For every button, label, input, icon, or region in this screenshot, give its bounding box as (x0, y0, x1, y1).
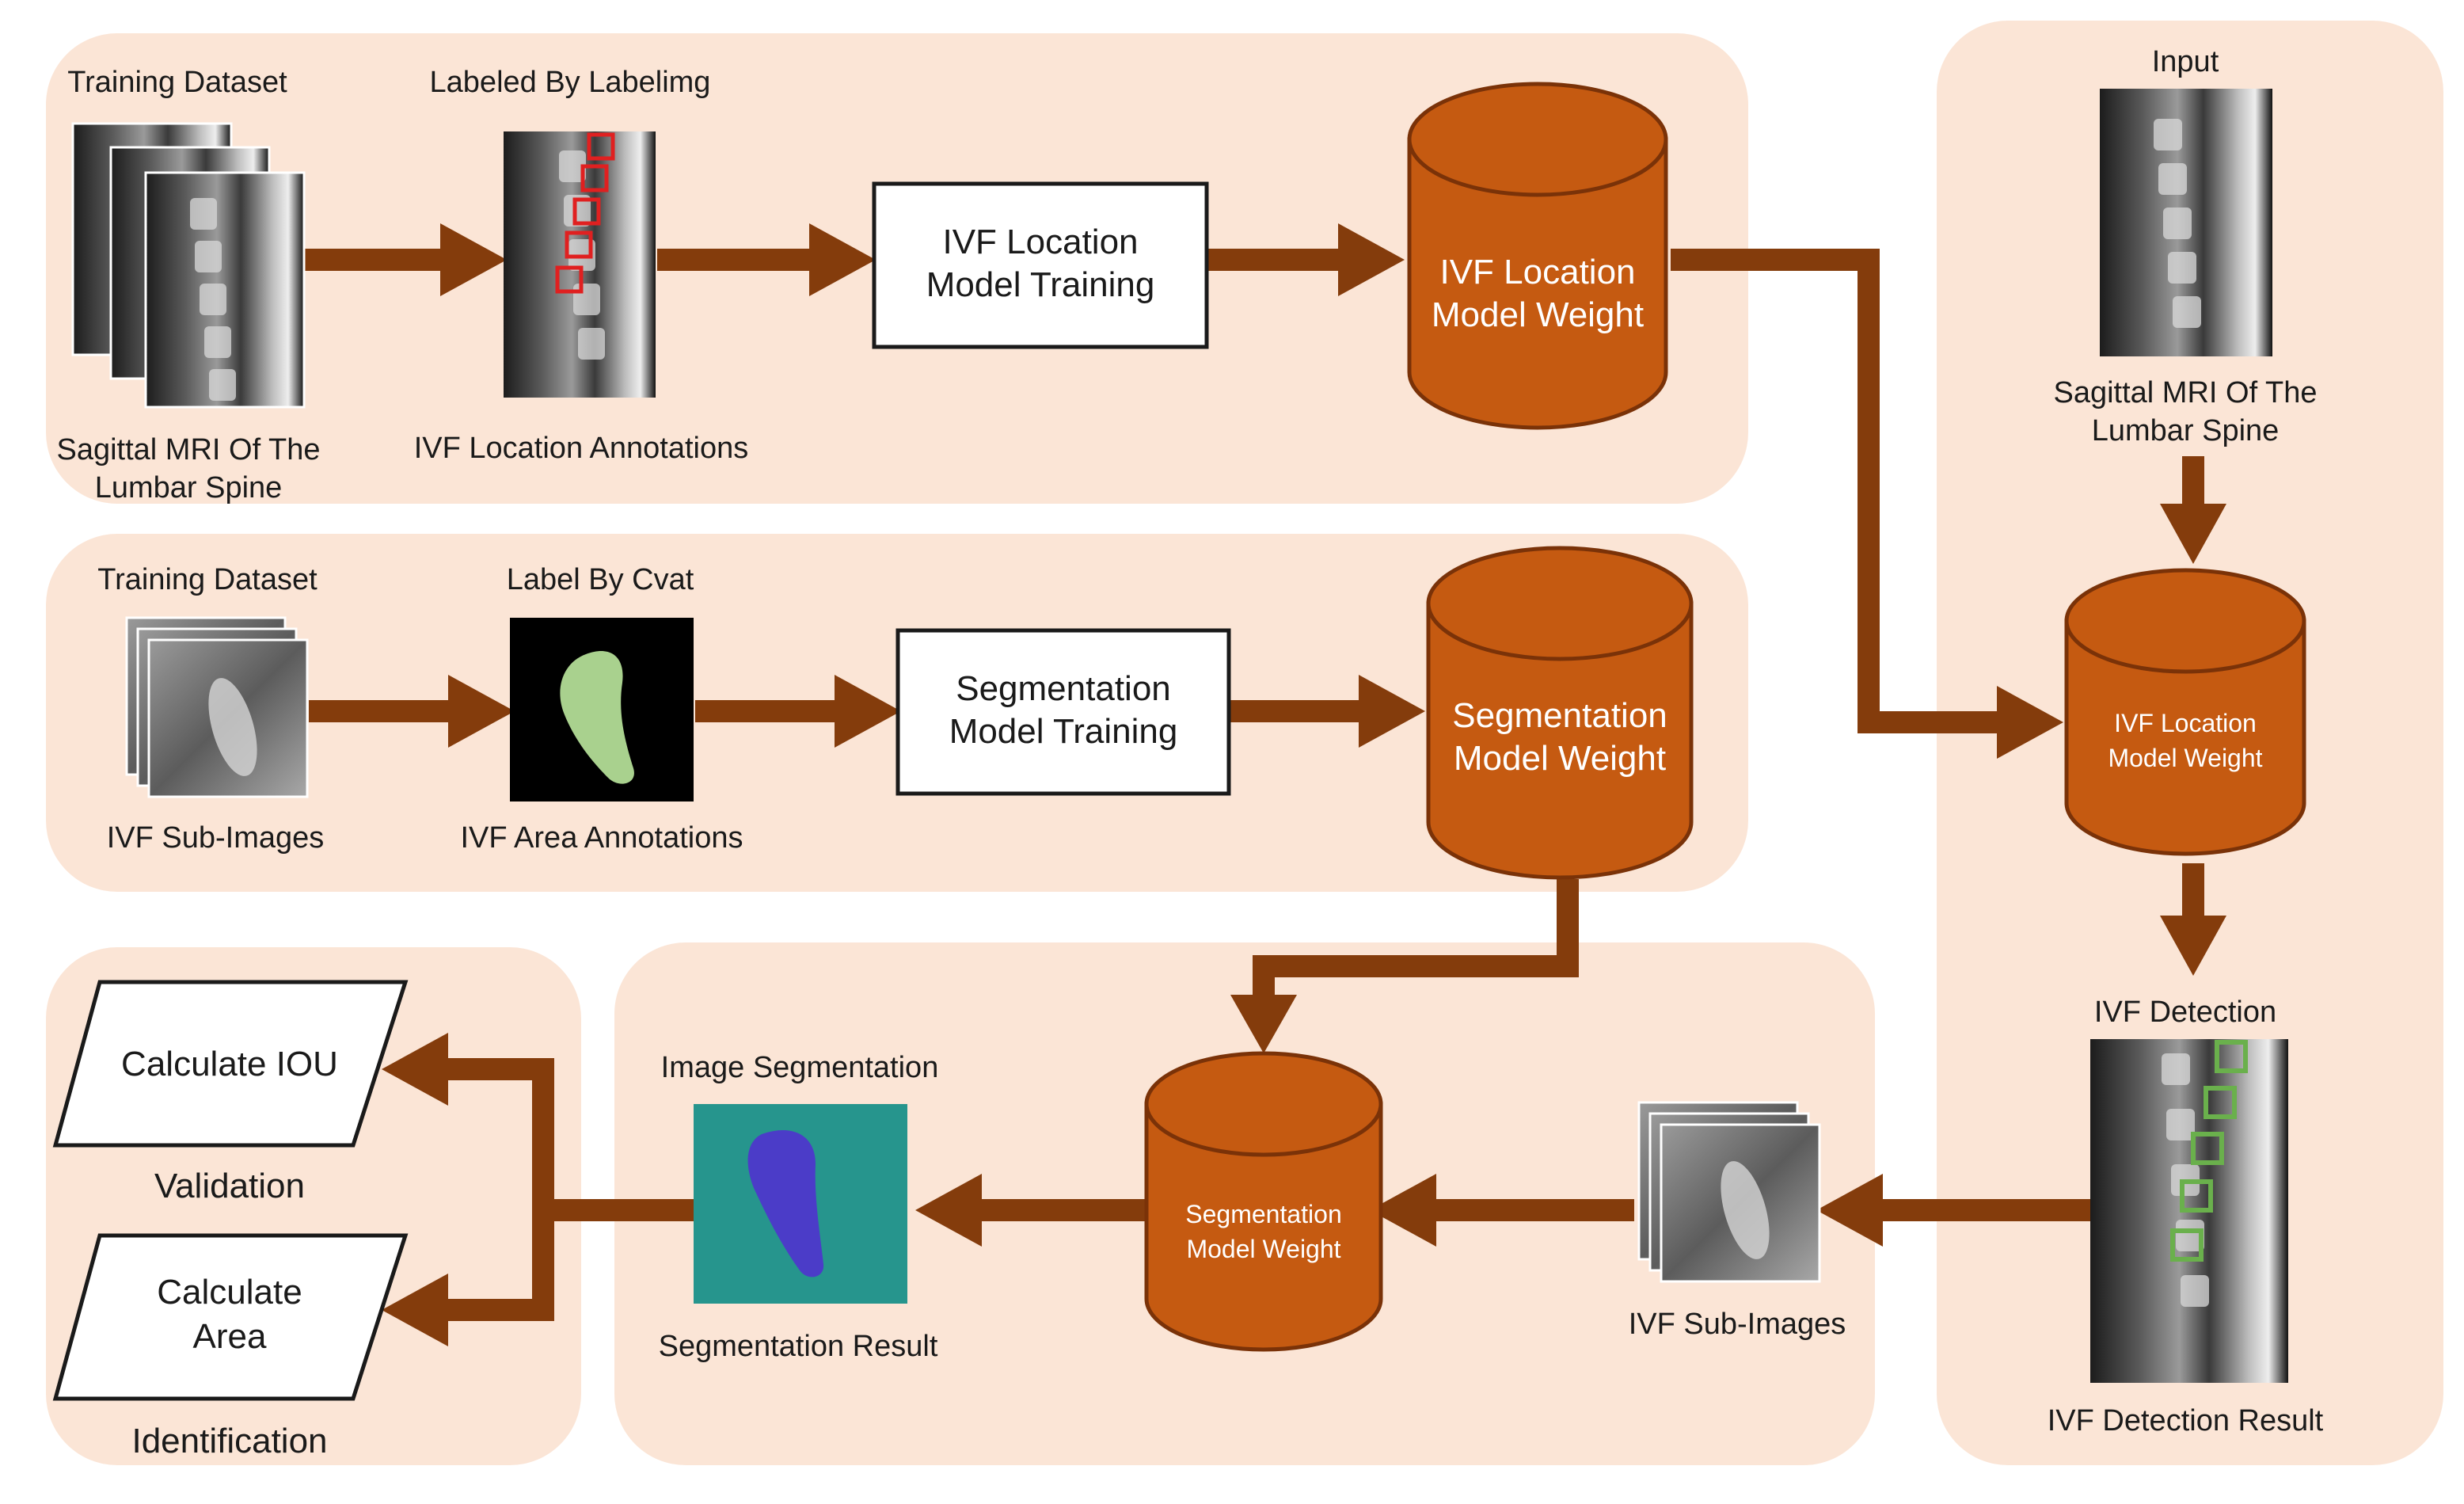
detection-result-image (2090, 1039, 2288, 1383)
arrow-head (809, 223, 876, 296)
arrow-training-to-weight (1207, 249, 1343, 271)
inference-subimages-caption: IVF Sub-Images (1629, 1308, 1846, 1341)
arrow-subimages-to-label (309, 700, 451, 722)
seg-weight-line2: Model Weight (1454, 739, 1666, 778)
arrow-to-iou (443, 1058, 554, 1080)
image-segmentation-label: Image Segmentation (661, 1051, 939, 1084)
cvat-mask-image (510, 618, 694, 801)
arrow-head (1230, 995, 1297, 1053)
calc-area-parallelogram (52, 1233, 409, 1401)
subimage-stack-image (125, 616, 309, 798)
arrow-weight-to-detection (2182, 863, 2204, 920)
input-mri-caption-line1: Sagittal MRI Of The (2054, 376, 2318, 409)
arrow-head (2160, 504, 2226, 564)
arrow-mri-to-labeled (299, 249, 442, 271)
arrow-head (835, 675, 901, 748)
arrow-head (382, 1033, 448, 1106)
training-dataset-label: Training Dataset (67, 66, 287, 99)
arrow-seg-weight-down2 (1253, 955, 1275, 999)
input-label: Input (2152, 45, 2219, 78)
seg-training-line2: Model Training (949, 712, 1178, 751)
input-mri-image (2100, 89, 2272, 356)
labeled-by-label: Labeled By Labelimg (430, 66, 711, 99)
arrow-location-weight-in (1858, 711, 2000, 733)
mri-caption-line2: Lumbar Spine (95, 471, 283, 505)
detection-label: IVF Detection (2094, 996, 2276, 1029)
arrow-to-area (443, 1299, 554, 1321)
detection-weight-cylinder (2064, 568, 2306, 856)
seg-training-box (895, 628, 1231, 796)
segmentation-result-caption: Segmentation Result (659, 1330, 938, 1363)
arrow-subimages-to-seg-weight (1433, 1199, 1634, 1221)
arrow-location-weight-down (1858, 249, 1880, 733)
inference-weight-cylinder (1144, 1051, 1383, 1352)
arrow-head (1338, 223, 1405, 296)
location-training-line1: IVF Location (942, 223, 1138, 261)
arrow-head (915, 1174, 982, 1247)
area-annotations-caption: IVF Area Annotations (460, 821, 743, 855)
arrow-head (1370, 1174, 1436, 1247)
arrow-head (382, 1274, 448, 1346)
arrow-head (1816, 1174, 1883, 1247)
location-training-line2: Model Training (926, 265, 1155, 304)
mri-stack-image (71, 122, 306, 409)
mri-caption-line1: Sagittal MRI Of The (57, 433, 321, 466)
identification-label: Identification (131, 1422, 327, 1460)
seg-subimages-caption: IVF Sub-Images (107, 821, 325, 855)
calc-area-line2: Area (193, 1317, 267, 1356)
location-training-box (872, 181, 1209, 349)
arrow-labeled-to-training (657, 249, 814, 271)
location-weight-cylinder (1407, 82, 1668, 430)
seg-training-dataset-label: Training Dataset (97, 563, 318, 596)
arrow-head (448, 675, 515, 748)
detection-result-caption: IVF Detection Result (2048, 1404, 2324, 1437)
green-detection-boxes (2170, 1040, 2248, 1262)
location-weight-line1: IVF Location (1439, 253, 1635, 291)
calc-area-line1: Calculate (157, 1273, 302, 1312)
location-weight-line2: Model Weight (1432, 295, 1644, 334)
annotations-caption: IVF Location Annotations (414, 432, 749, 465)
arrow-segmentation-out (532, 1199, 694, 1221)
validation-label: Validation (154, 1167, 305, 1205)
detection-weight-line1: IVF Location (2114, 709, 2257, 737)
input-mri-caption-line2: Lumbar Spine (2092, 414, 2280, 447)
red-annotation-boxes (555, 132, 615, 294)
calc-iou-parallelogram (52, 980, 409, 1148)
arrow-head (1997, 686, 2063, 759)
arrow-head (2160, 916, 2226, 976)
arrow-detection-to-subimages (1880, 1199, 2098, 1221)
detection-weight-line2: Model Weight (2108, 744, 2262, 772)
labeled-mri-image (504, 131, 656, 398)
vertebrae-pattern (190, 198, 236, 401)
inference-weight-line2: Model Weight (1186, 1235, 1340, 1263)
seg-training-line1: Segmentation (956, 669, 1171, 708)
arrow-training-to-weight (1229, 700, 1363, 722)
seg-weight-line1: Segmentation (1452, 696, 1667, 735)
segmentation-result-image (694, 1104, 907, 1304)
inference-subimage-stack (1637, 1101, 1821, 1283)
arrow-label-to-training (695, 700, 838, 722)
arrow-weight-to-segmentation (979, 1199, 1145, 1221)
arrow-seg-weight-across (1253, 955, 1579, 977)
label-by-cvat-label: Label By Cvat (507, 563, 694, 596)
arrow-head (440, 223, 507, 296)
arrow-input-to-weight (2182, 456, 2204, 508)
calc-iou-label: Calculate IOU (121, 1045, 338, 1083)
arrow-output-split (532, 1058, 554, 1321)
arrows (299, 223, 2226, 1346)
arrow-head (1359, 675, 1425, 748)
vertebrae-pattern (559, 150, 605, 360)
seg-weight-cylinder (1426, 546, 1694, 880)
arrow-location-weight-out (1671, 249, 1880, 271)
inference-weight-line1: Segmentation (1185, 1200, 1341, 1228)
